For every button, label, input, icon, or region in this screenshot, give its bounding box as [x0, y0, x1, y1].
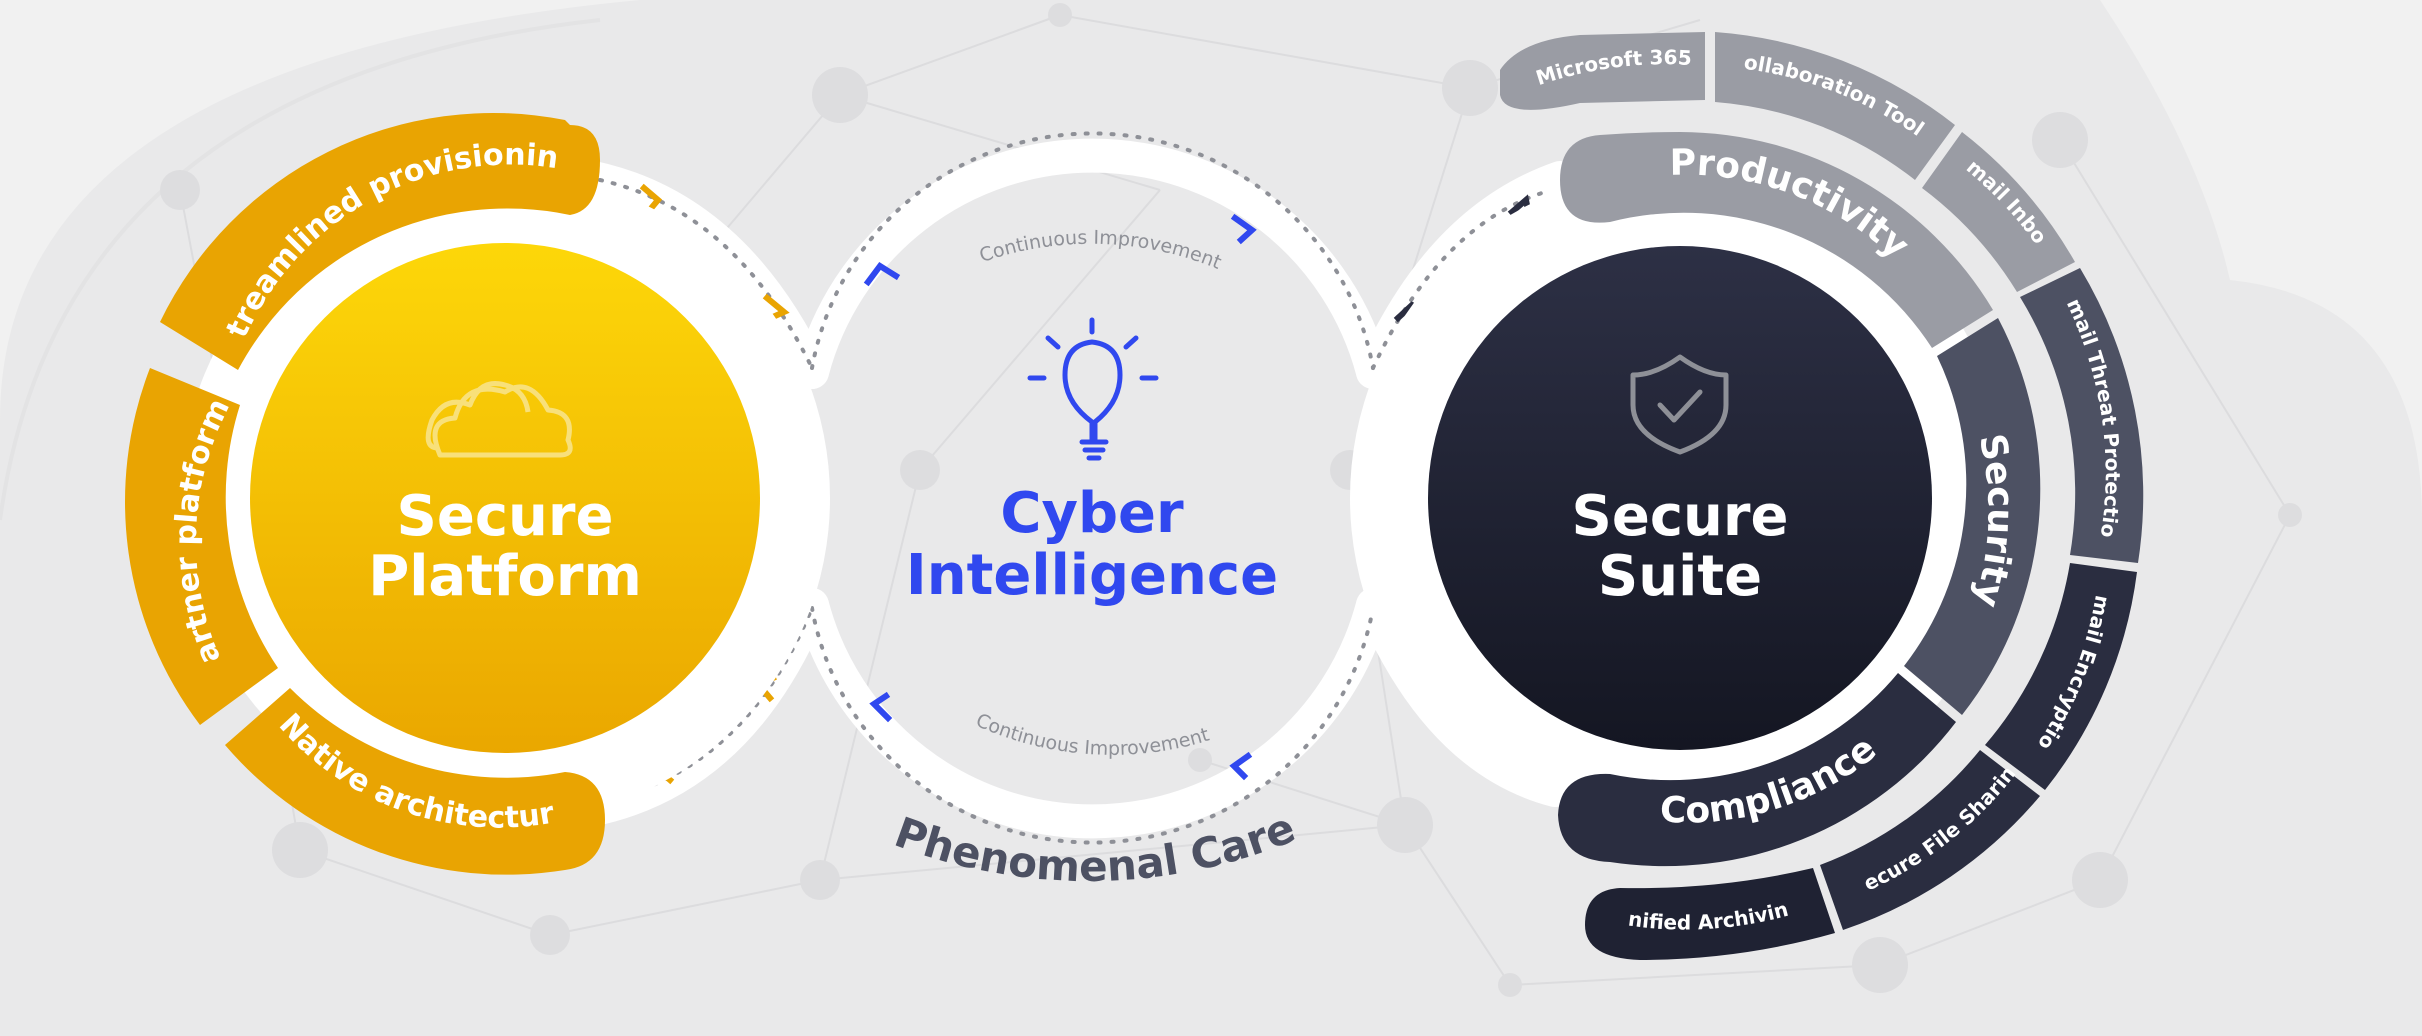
segment-unified-archiving [1585, 868, 1835, 960]
secure-suite-circle [1428, 246, 1932, 750]
segment-secure-file-sharing [1820, 750, 2040, 930]
cloud-icon [425, 381, 573, 458]
segment-native-architecture [225, 688, 605, 875]
segment-email-inbox [1922, 132, 2075, 292]
segment-security [1904, 318, 2041, 715]
segment-partner-platform [125, 368, 278, 725]
secure-platform-circle [250, 243, 760, 753]
secure-platform-title-2: Platform [368, 544, 642, 609]
segment-collaboration-tools [1715, 32, 1955, 180]
segment-microsoft-365 [1500, 32, 1705, 110]
secure-suite-title-2: Suite [1598, 544, 1762, 609]
network-nodes [160, 3, 2302, 997]
cyber-intelligence-title-2: Intelligence [906, 543, 1278, 608]
shield-check-icon [1630, 354, 1729, 455]
secure-platform-title-1: Secure [397, 484, 614, 549]
secure-suite-title-1: Secure [1572, 484, 1789, 549]
cyber-intelligence-title-1: Cyber [1000, 481, 1184, 546]
segment-email-threat [2020, 268, 2144, 563]
segment-productivity [1560, 132, 1993, 348]
segment-streamlined [160, 112, 600, 371]
segment-email-encryption [1985, 563, 2137, 790]
lightbulb-icon [1027, 317, 1159, 461]
segment-compliance [1558, 673, 1956, 867]
